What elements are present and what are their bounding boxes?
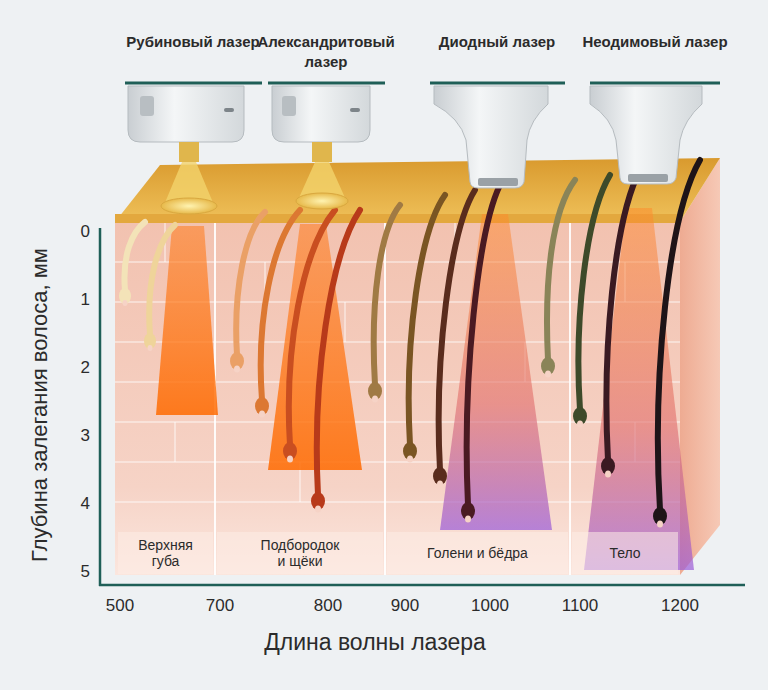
x-tick: 1200 <box>650 596 710 616</box>
y-tick: 5 <box>50 562 90 582</box>
laser-name: Диодный лазер <box>417 32 577 52</box>
zone-label: Тело <box>609 545 640 561</box>
y-tick: 0 <box>50 222 90 242</box>
body-zone: Тело <box>572 532 678 574</box>
x-tick: 900 <box>375 596 435 616</box>
x-tick: 1100 <box>550 596 610 616</box>
body-zone: Подбородок и щёки <box>217 532 383 574</box>
zone-label: Подбородок и щёки <box>255 537 345 569</box>
y-tick: 1 <box>50 290 90 310</box>
y-tick: 2 <box>50 358 90 378</box>
y-tick: 4 <box>50 494 90 514</box>
x-tick: 800 <box>298 596 358 616</box>
laser-name: Рубиновый лазер <box>113 32 273 52</box>
laser-name: Неодимовый лазер <box>575 32 735 52</box>
body-zone: Верхняя губа <box>118 532 213 574</box>
x-tick: 700 <box>190 596 250 616</box>
axis-title: Глубина залегания волоса, мм <box>27 225 53 585</box>
zone-label: Верхняя губа <box>130 537 202 569</box>
body-zone: Голени и бёдра <box>387 532 568 574</box>
axis-title: Длина волны лазера <box>175 628 575 656</box>
x-tick: 1000 <box>460 596 520 616</box>
laser-name: Александритовый лазер <box>246 32 406 72</box>
y-tick: 3 <box>50 426 90 446</box>
zone-label: Голени и бёдра <box>427 545 528 561</box>
x-tick: 500 <box>90 596 150 616</box>
